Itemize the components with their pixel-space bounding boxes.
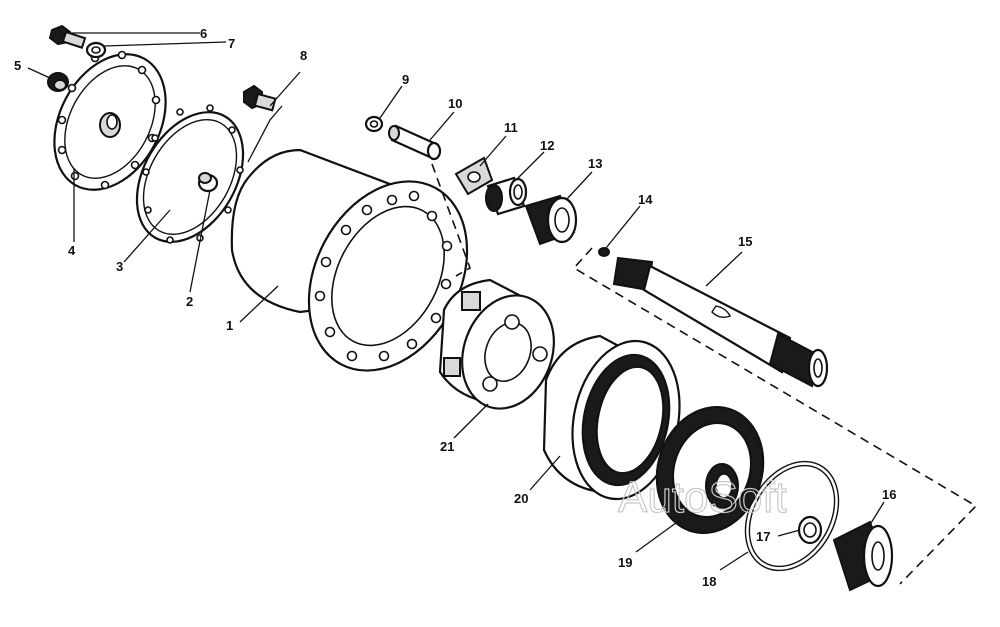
part-14-screw [598,247,610,257]
part-6-bolt [48,24,87,49]
part-19-spur-gear [655,406,765,534]
callout-9: 9 [402,72,409,87]
callout-16: 16 [882,487,896,502]
callout-8: 8 [300,48,307,63]
leader-lines [27,32,885,571]
callout-17: 17 [756,529,770,544]
part-15-splined-shaft [612,256,829,388]
part-7-washer [85,41,107,59]
part-5-plug [47,72,69,92]
part-16-pinion-gear [832,520,894,592]
callout-4: 4 [68,243,76,258]
part-21-carrier [438,278,555,410]
part-9-washer [364,115,384,133]
callout-18: 18 [702,574,716,589]
part-4-cover-plate [53,50,167,191]
callout-20: 20 [514,491,528,506]
part-2-dowel-pin [197,172,219,193]
part-11-lock-plate [454,156,494,196]
assembly-dashed-lines [431,163,978,585]
callout-12: 12 [540,138,554,153]
callout-13: 13 [588,156,602,171]
callout-7: 7 [228,36,235,51]
part-1-flange-holes [314,190,453,362]
callout-14: 14 [638,192,653,207]
part-18-snap-ring [744,460,840,572]
callout-15: 15 [738,234,752,249]
part-8-bolt [243,84,277,112]
part-3-gasket [135,104,245,244]
part-1-housing [230,148,469,372]
callout-1: 1 [226,318,233,333]
callout-10: 10 [448,96,462,111]
part-17-retainer-clip [797,515,823,545]
part-10-shaft-pin [388,124,442,161]
part-13-gear [524,194,578,246]
callout-21: 21 [440,439,454,454]
callout-11: 11 [504,120,518,135]
callout-5: 5 [14,58,21,73]
watermark: AutoSoft [618,473,787,522]
callout-labels: 1 2 3 4 5 6 7 8 9 10 11 12 13 14 15 16 1… [14,26,896,589]
callout-19: 19 [618,555,632,570]
callout-3: 3 [116,259,123,274]
part-12-needle-bearing [485,176,528,216]
callout-2: 2 [186,294,193,309]
callout-6: 6 [200,26,207,41]
part-20-ring-gear [542,334,681,501]
